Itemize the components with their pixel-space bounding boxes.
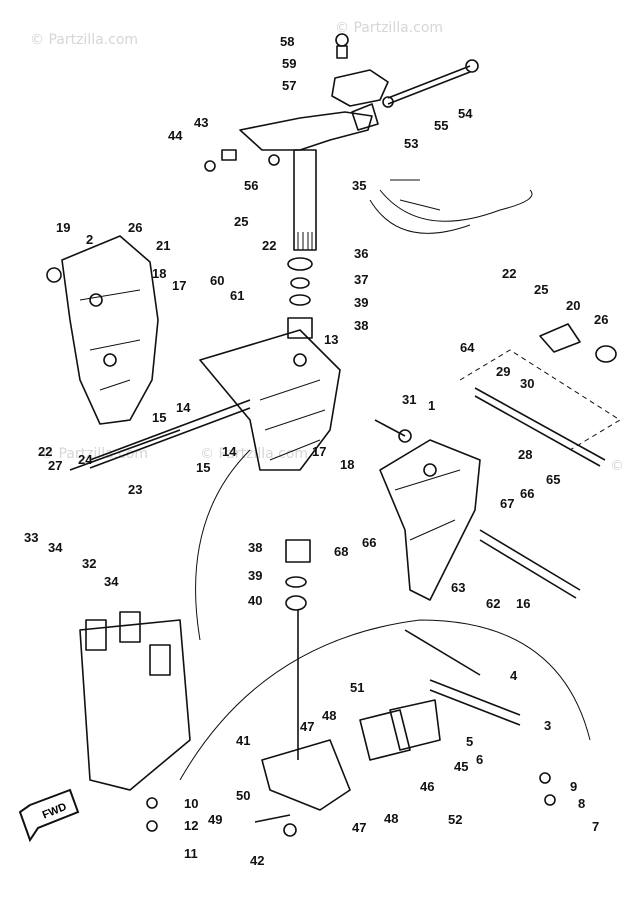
callout: 31 xyxy=(402,392,416,407)
callout: 33 xyxy=(24,530,38,545)
callout: 48 xyxy=(322,708,336,723)
callout: 39 xyxy=(248,568,262,583)
callout: 43 xyxy=(194,115,208,130)
callout: 25 xyxy=(534,282,548,297)
callout: 13 xyxy=(324,332,338,347)
callout: 25 xyxy=(234,214,248,229)
callout: 45 xyxy=(454,759,468,774)
parts-artwork xyxy=(46,33,621,837)
callout: 22 xyxy=(38,444,52,459)
callout: 4 xyxy=(510,668,518,683)
callout: 53 xyxy=(404,136,418,151)
callout: 55 xyxy=(434,118,448,133)
callout: 37 xyxy=(354,272,368,287)
callout: 60 xyxy=(210,273,224,288)
callout: 38 xyxy=(354,318,368,333)
callout: 66 xyxy=(362,535,376,550)
callout: 40 xyxy=(248,593,262,608)
callout: 51 xyxy=(350,680,364,695)
callout: 2 xyxy=(86,232,93,247)
watermark-top-center: © Partzilla.com xyxy=(335,20,443,36)
callout: 61 xyxy=(230,288,244,303)
callout: 66 xyxy=(520,486,534,501)
callout: 28 xyxy=(518,447,532,462)
callout: 26 xyxy=(594,312,608,327)
callout: 21 xyxy=(156,238,170,253)
callout: 16 xyxy=(516,596,530,611)
callout: 30 xyxy=(520,376,534,391)
callout: 11 xyxy=(184,846,198,861)
callout: 42 xyxy=(250,853,264,868)
callout: 18 xyxy=(340,457,354,472)
callout: 34 xyxy=(104,574,119,589)
callout: 39 xyxy=(354,295,368,310)
fwd-arrow-badge: FWD xyxy=(18,788,80,843)
callout: 54 xyxy=(458,106,473,121)
callout: 41 xyxy=(236,733,250,748)
callout: 26 xyxy=(128,220,142,235)
callout: 24 xyxy=(78,452,93,467)
callout: 14 xyxy=(222,444,237,459)
callout: 5 xyxy=(466,734,473,749)
callout: 27 xyxy=(48,458,62,473)
callout: 6 xyxy=(476,752,483,767)
callout: 46 xyxy=(420,779,434,794)
callout: 62 xyxy=(486,596,500,611)
callout-labels: 58 59 57 54 55 53 43 44 56 35 26 25 21 2… xyxy=(24,34,608,868)
callout: 12 xyxy=(184,818,198,833)
callout: 3 xyxy=(544,718,551,733)
callout: 23 xyxy=(128,482,142,497)
callout: 18 xyxy=(152,266,166,281)
callout: 36 xyxy=(354,246,368,261)
callout: 63 xyxy=(451,580,465,595)
callout: 47 xyxy=(352,820,366,835)
callout: 56 xyxy=(244,178,258,193)
callout: 22 xyxy=(262,238,276,253)
callout: 15 xyxy=(196,460,210,475)
callout: 9 xyxy=(570,779,577,794)
callout: 20 xyxy=(566,298,580,313)
watermark-mid-center: © Partzilla.com xyxy=(200,446,308,462)
callout: 48 xyxy=(384,811,398,826)
callout: 10 xyxy=(184,796,198,811)
callout: 67 xyxy=(500,496,514,511)
callout: 50 xyxy=(236,788,250,803)
callout: 68 xyxy=(334,544,348,559)
callout: 44 xyxy=(168,128,183,143)
callout: 17 xyxy=(172,278,186,293)
callout: 8 xyxy=(578,796,585,811)
callout: 64 xyxy=(460,340,475,355)
callout: 49 xyxy=(208,812,222,827)
callout: 15 xyxy=(152,410,166,425)
callout: 57 xyxy=(282,78,296,93)
watermark-mid-left: © Partzilla.com xyxy=(40,446,148,462)
callout: 17 xyxy=(312,444,326,459)
watermark-top-left: © Partzilla.com xyxy=(30,32,138,48)
callout: 22 xyxy=(502,266,516,281)
callout: 1 xyxy=(428,398,435,413)
callout: 52 xyxy=(448,812,462,827)
callout: 59 xyxy=(282,56,296,71)
callout: 65 xyxy=(546,472,560,487)
callout: 35 xyxy=(352,178,366,193)
callout: 58 xyxy=(280,34,294,49)
callout: 47 xyxy=(300,719,314,734)
watermark-right-edge: © xyxy=(610,458,624,474)
callout: 19 xyxy=(56,220,70,235)
callout: 7 xyxy=(592,819,599,834)
callout: 32 xyxy=(82,556,96,571)
callout: 14 xyxy=(176,400,191,415)
callout: 38 xyxy=(248,540,262,555)
callout: 29 xyxy=(496,364,510,379)
callout: 34 xyxy=(48,540,63,555)
